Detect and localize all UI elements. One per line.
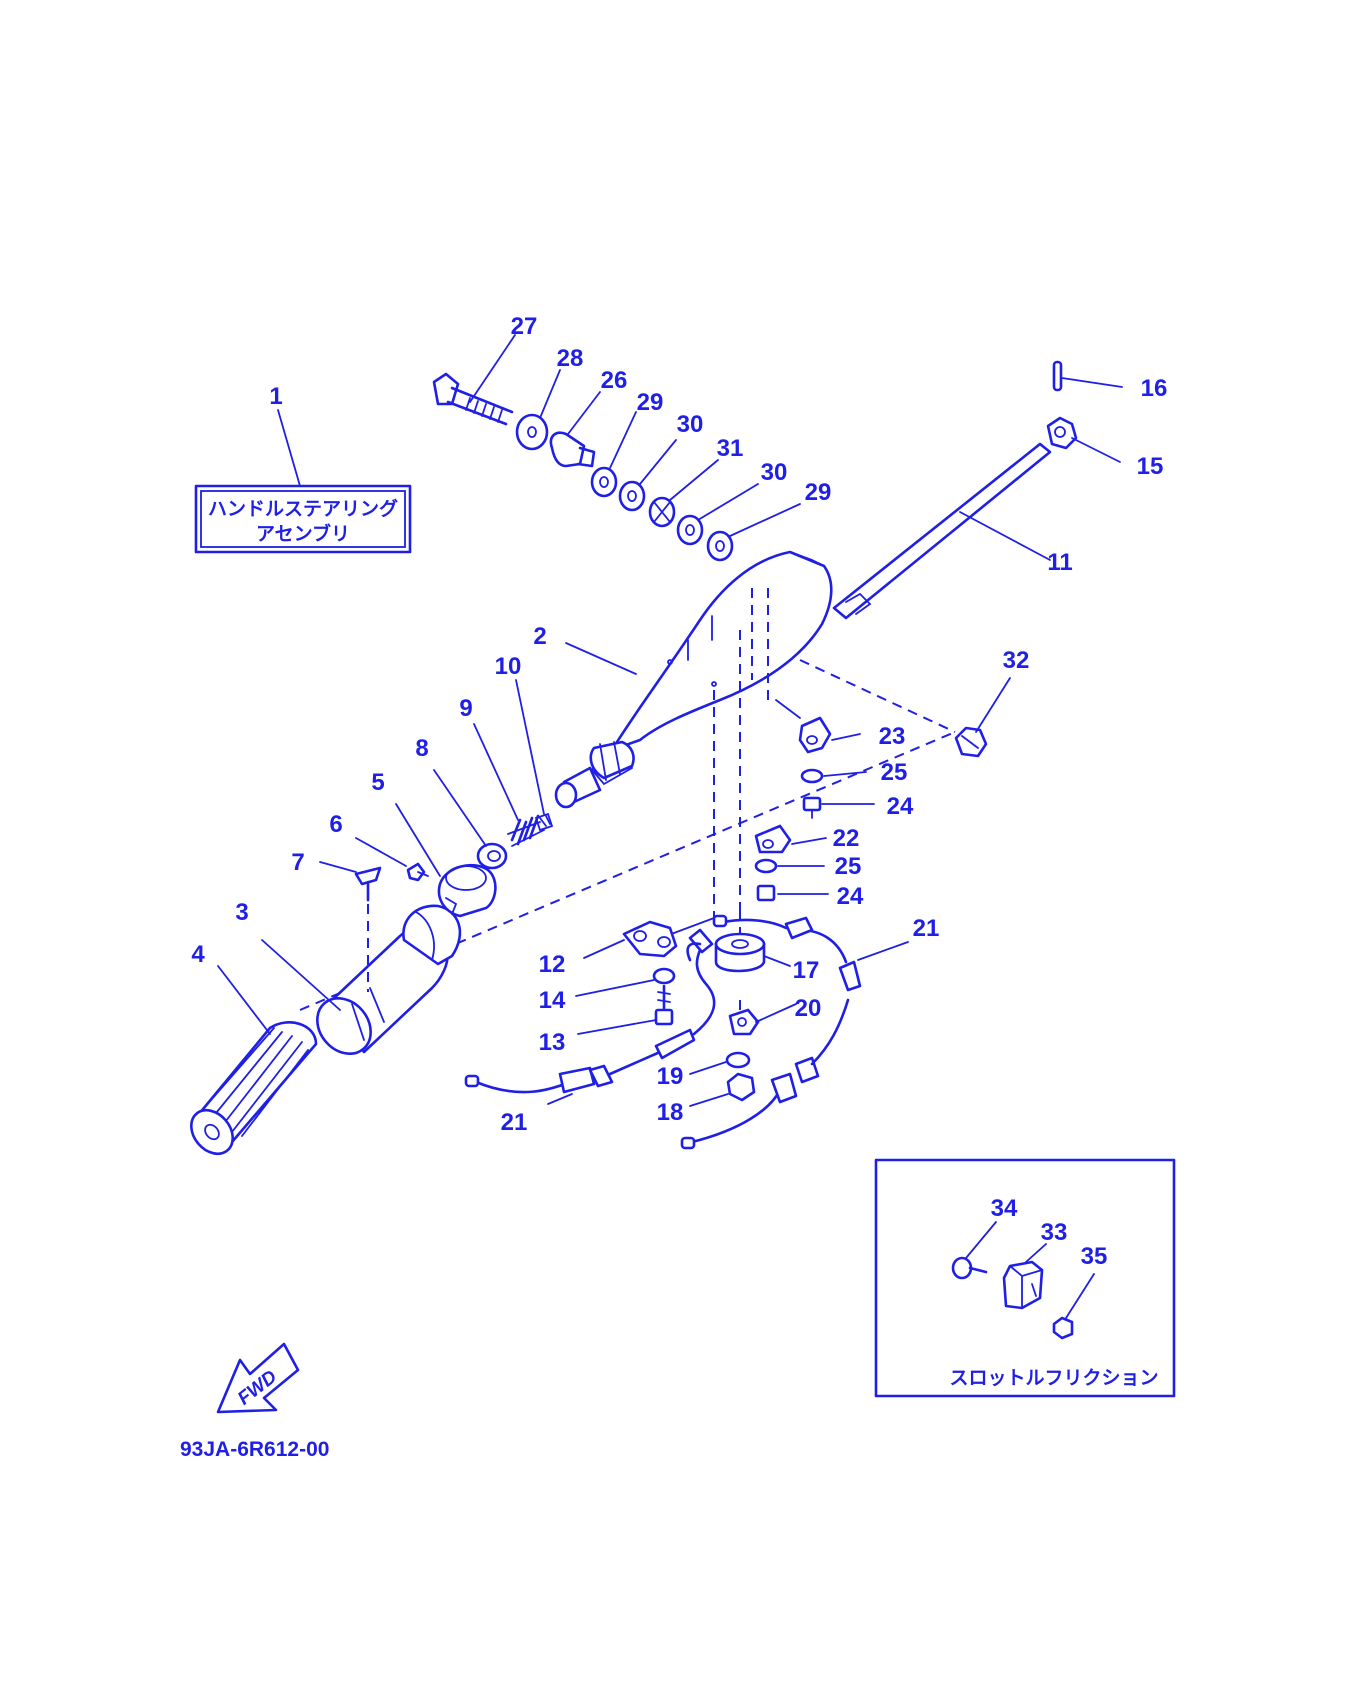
washer-29-lower (706, 503, 801, 562)
callout-18: 18 (657, 1099, 684, 1126)
steering-bracket-2 (554, 550, 833, 809)
callout-16: 16 (1141, 375, 1168, 402)
callout-31: 31 (717, 435, 744, 462)
screw-34 (951, 1221, 997, 1280)
callout-19: 19 (657, 1063, 684, 1090)
bolt-13 (577, 984, 674, 1035)
callout-2: 2 (533, 623, 546, 650)
callout-1: 1 (269, 383, 282, 410)
plate-22 (754, 824, 827, 854)
callout-27: 27 (511, 313, 538, 340)
spring-9 (473, 723, 545, 847)
callout-28: 28 (557, 345, 584, 372)
callout-12: 12 (539, 951, 566, 978)
nut-32 (954, 677, 1011, 758)
callout-24-lower: 24 (837, 883, 864, 910)
washer-31 (648, 459, 719, 528)
callout-3: 3 (235, 899, 248, 926)
clamp-12 (583, 920, 678, 959)
holder-20 (728, 1003, 797, 1036)
nut-19 (689, 1051, 751, 1075)
callout-26: 26 (601, 367, 628, 394)
callout-34: 34 (991, 1195, 1018, 1222)
bolt-27 (432, 334, 516, 426)
callout-9: 9 (459, 695, 472, 722)
callout-5: 5 (371, 769, 384, 796)
part-code: 93JA-6R612-00 (180, 1438, 329, 1461)
assembly-label-box: ハンドルステアリング アセンブリ (194, 409, 412, 554)
callout-numbers: 1 2 3 4 5 6 7 8 9 10 11 12 13 14 15 16 1… (191, 313, 1167, 1270)
assembly-label-line2: アセンブリ (256, 522, 350, 545)
bracket-axis-line (799, 659, 956, 733)
callout-7: 7 (291, 849, 304, 876)
callout-29-upper: 29 (637, 389, 664, 416)
assembly-label-line1: ハンドルステアリング (208, 497, 398, 520)
washer-8 (433, 769, 508, 870)
nut-18 (689, 1072, 756, 1107)
callout-15: 15 (1137, 453, 1164, 480)
screw-6 (355, 837, 429, 882)
throttle-friction-inset: スロットルフリクション (874, 1158, 1176, 1398)
cam-ring-5 (395, 803, 497, 918)
callout-25-upper: 25 (881, 759, 908, 786)
throttle-grip-sleeve-3 (261, 904, 462, 1055)
callout-13: 13 (539, 1029, 566, 1056)
washer-30-lower (676, 483, 759, 546)
callout-25-lower: 25 (835, 853, 862, 880)
callout-30-upper: 30 (677, 411, 704, 438)
callout-23: 23 (879, 723, 906, 750)
washer-28 (515, 369, 561, 451)
washer-14 (575, 967, 676, 997)
callout-21-left: 21 (501, 1109, 528, 1136)
washer-25-lower (754, 858, 825, 874)
fwd-arrow: FWD (216, 1342, 300, 1414)
washer-25-upper (800, 768, 867, 784)
bolt-24-upper (802, 796, 875, 819)
inset-label: スロットルフリクション (949, 1367, 1158, 1389)
callout-35: 35 (1081, 1243, 1108, 1270)
washer-29-upper (590, 411, 637, 498)
nut-35 (1052, 1273, 1095, 1340)
spring-10 (515, 679, 554, 832)
friction-block-33 (1002, 1243, 1047, 1310)
friction-disk-17 (714, 932, 791, 973)
plate-23 (798, 716, 861, 754)
callout-4: 4 (191, 941, 205, 968)
bracket-mount-lines (665, 588, 801, 1020)
callout-11: 11 (1047, 549, 1072, 576)
throttle-cable-21-right (680, 914, 909, 1150)
callout-33: 33 (1041, 1219, 1068, 1246)
callout-20: 20 (795, 995, 822, 1022)
callout-14: 14 (539, 987, 566, 1014)
washer-30-upper (618, 439, 677, 512)
callout-30-lower: 30 (761, 459, 788, 486)
pin-16 (1052, 360, 1123, 392)
callout-24-upper: 24 (887, 793, 914, 820)
collar-26 (549, 391, 601, 468)
callout-22: 22 (833, 825, 860, 852)
callout-10: 10 (495, 653, 522, 680)
bolt-24-lower (756, 884, 829, 902)
rod-11 (832, 442, 1052, 620)
nut-15 (1046, 416, 1121, 463)
grip-4 (190, 965, 318, 1156)
callout-32: 32 (1003, 647, 1030, 674)
callout-17: 17 (793, 957, 820, 984)
callout-21-right: 21 (913, 915, 940, 942)
callout-8: 8 (415, 735, 428, 762)
callout-29-lower: 29 (805, 479, 832, 506)
screw-7 (319, 861, 382, 992)
callout-6: 6 (329, 811, 342, 838)
throttle-cable-21-left (464, 928, 716, 1105)
